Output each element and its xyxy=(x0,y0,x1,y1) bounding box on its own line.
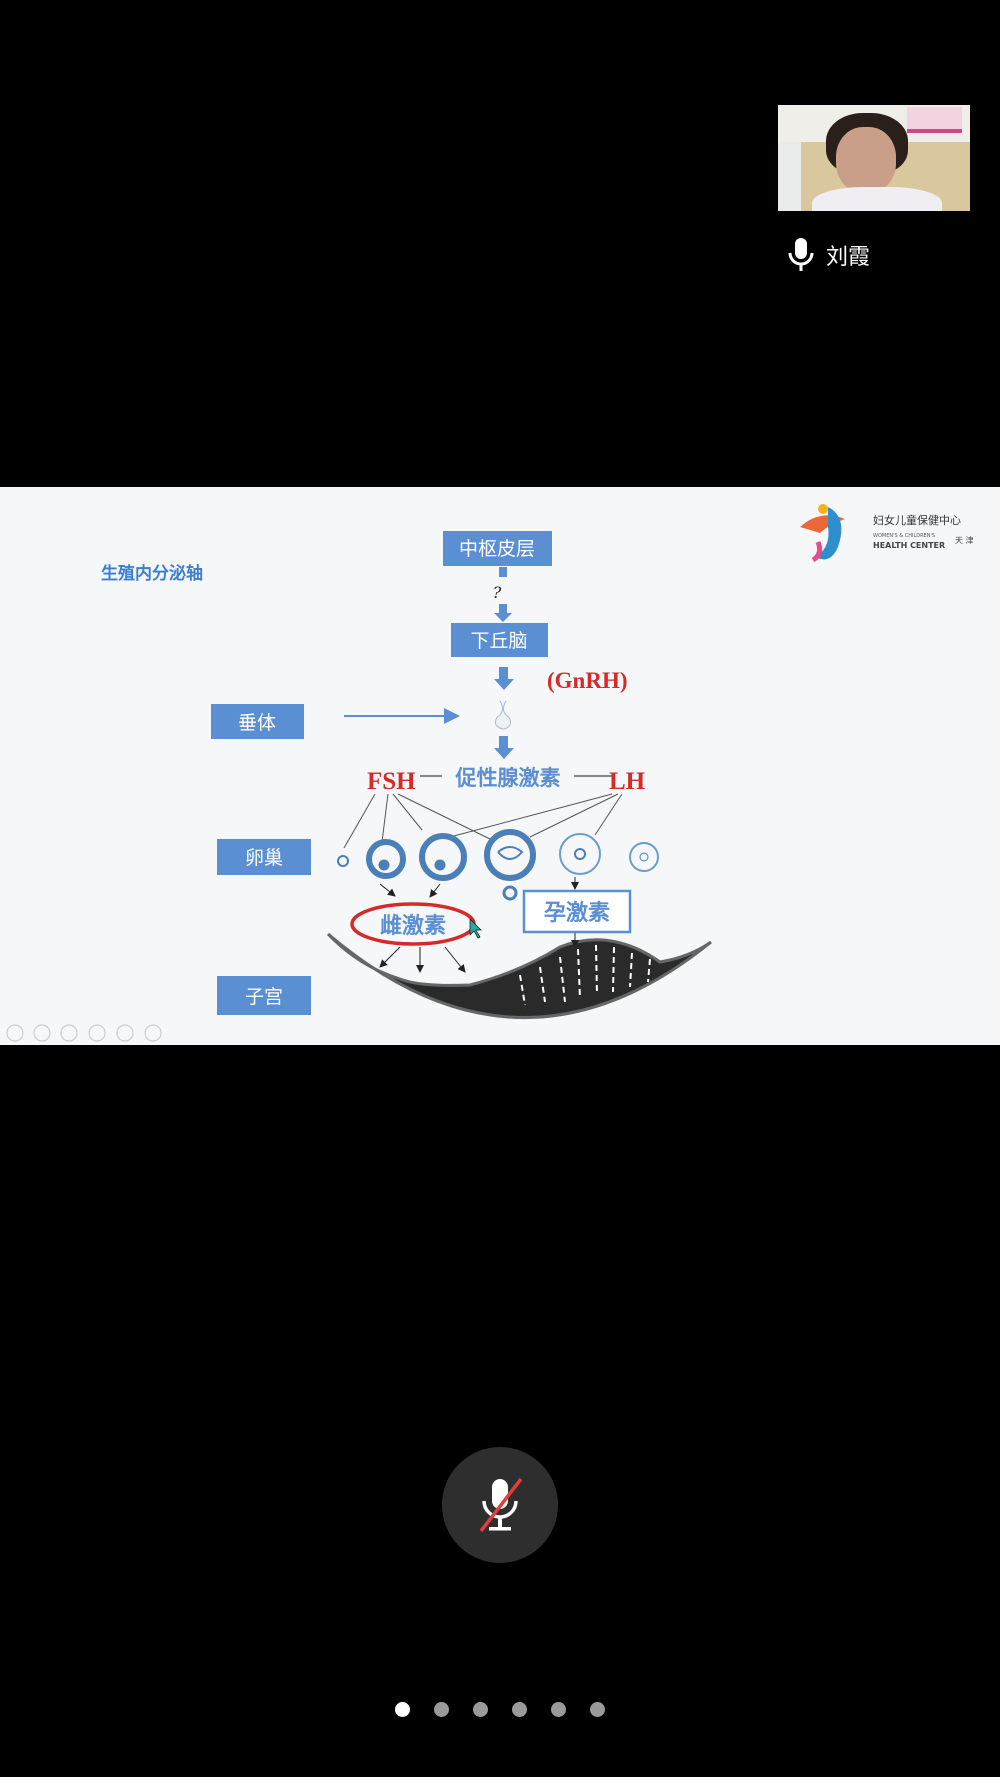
pituitary-icon xyxy=(495,700,511,730)
mouse-cursor xyxy=(469,918,482,939)
svg-text:妇女儿童保健中心: 妇女儿童保健中心 xyxy=(873,513,961,527)
pituitary-label: 垂体 xyxy=(238,712,276,734)
gnrh-label: (GnRH) xyxy=(547,668,628,693)
cortex-box xyxy=(443,531,552,566)
cortex-label: 中枢皮层 xyxy=(459,538,535,560)
arrow-down-3 xyxy=(494,667,514,690)
slide-title: 生殖内分泌轴 xyxy=(101,563,203,584)
page-dot-3[interactable] xyxy=(473,1702,488,1717)
gonadotropin-label: 促性腺激素 xyxy=(455,766,561,790)
svg-text:天 津: 天 津 xyxy=(955,535,974,545)
slides-icon[interactable] xyxy=(88,1024,106,1042)
fsh-label: FSH xyxy=(367,768,416,795)
logo: 妇女儿童保健中心 WOMEN'S & CHILDREN'S HEALTH CEN… xyxy=(800,504,974,563)
page-indicator[interactable] xyxy=(395,1702,605,1717)
page-dot-2[interactable] xyxy=(434,1702,449,1717)
hormone-lines xyxy=(343,793,623,849)
more-icon[interactable] xyxy=(144,1024,162,1042)
video-person-face xyxy=(836,127,896,193)
participant-name: 刘霞 xyxy=(826,245,871,270)
svg-text:HEALTH CENTER: HEALTH CENTER xyxy=(873,541,945,550)
lh-label: LH xyxy=(609,768,646,795)
svg-text:WOMEN'S & CHILDREN'S: WOMEN'S & CHILDREN'S xyxy=(873,533,935,539)
prev-slide-icon[interactable] xyxy=(6,1024,24,1042)
slide-toolbar[interactable] xyxy=(6,1024,162,1042)
page-dot-4[interactable] xyxy=(512,1702,527,1717)
mute-toggle-button[interactable] xyxy=(442,1447,558,1563)
page-dot-5[interactable] xyxy=(551,1702,566,1717)
uterus-glands xyxy=(519,944,651,1006)
uterus-box xyxy=(217,976,311,1015)
pituitary-box xyxy=(211,704,304,739)
participant-label: 刘霞 xyxy=(788,238,870,272)
arrow-down-1 xyxy=(499,567,507,577)
microphone-icon xyxy=(788,238,814,271)
follicle-icons xyxy=(337,829,659,901)
page-dot-6[interactable] xyxy=(590,1702,605,1717)
arrow-down-4 xyxy=(494,736,514,759)
page-dot-1[interactable] xyxy=(395,1702,410,1717)
video-poster xyxy=(907,107,962,133)
hypothalamus-box xyxy=(451,623,548,657)
pen-icon[interactable] xyxy=(60,1024,78,1042)
uterus-label: 子宫 xyxy=(245,986,283,1008)
microphone-muted-icon xyxy=(479,1477,523,1533)
shared-slide: 生殖内分泌轴 妇女儿童保健中心 WOMEN'S & CHILDREN'S HEA… xyxy=(0,487,1000,1045)
next-slide-icon[interactable] xyxy=(33,1024,51,1042)
estrogen-label: 雌激素 xyxy=(380,913,446,939)
zoom-icon[interactable] xyxy=(116,1024,134,1042)
progesterone-label: 孕激素 xyxy=(544,900,610,926)
ovary-box xyxy=(217,839,311,875)
progesterone-box xyxy=(522,889,632,934)
ovary-label: 卵巢 xyxy=(245,847,283,869)
participant-video[interactable] xyxy=(778,105,970,211)
hypothalamus-label: 下丘脑 xyxy=(470,630,527,652)
unknown-label: ? xyxy=(493,583,502,602)
video-person-body xyxy=(812,187,942,211)
arrow-down-2 xyxy=(494,604,512,622)
